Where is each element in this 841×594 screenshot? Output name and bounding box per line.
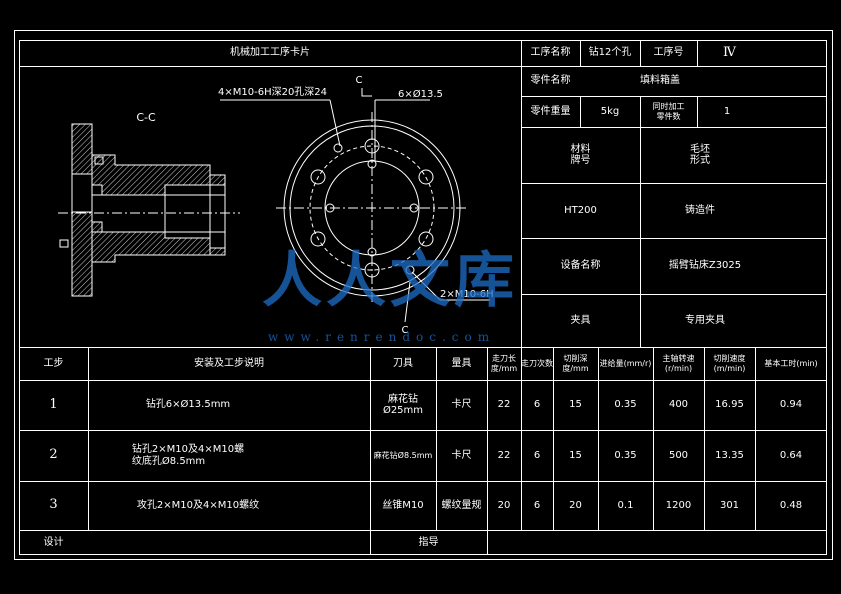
material-value: HT200 — [564, 204, 597, 216]
fixture-label: 夹具 — [570, 314, 591, 326]
cut-mark-bottom: C — [401, 325, 409, 337]
table-row-1-spindle: 400 — [668, 399, 689, 411]
inner-border — [19, 40, 827, 555]
callout-tapped-holes-2: 2×M10-6H — [440, 289, 494, 301]
table-row-2-length: 22 — [497, 449, 511, 461]
col-feed: 进给量(mm/r) — [599, 358, 652, 368]
plan-view — [220, 88, 490, 323]
blank-value: 铸造件 — [685, 204, 715, 216]
part-name-value: 填料箱盖 — [640, 75, 680, 87]
card-title: 机械加工工序卡片 — [230, 47, 310, 59]
table-row-3-speed: 301 — [719, 499, 740, 511]
table-row-1-gauge: 卡尺 — [451, 399, 472, 411]
table-row-3-tool: 丝锥M10 — [382, 499, 424, 511]
table-row-1-depth: 15 — [569, 399, 582, 411]
material-label: 材料 牌号 — [570, 143, 591, 167]
table-row-3-passes: 6 — [533, 499, 541, 511]
table-row-3-gauge: 螺纹量规 — [441, 499, 482, 511]
op-no-label: 工序号 — [653, 47, 684, 59]
section-label: C-C — [136, 110, 156, 124]
section-view — [58, 123, 240, 297]
cut-mark-top: C — [355, 75, 363, 87]
table-row-1-desc: 钻孔6×Ø13.5mm — [145, 399, 231, 411]
table-row-2-depth: 15 — [569, 449, 582, 461]
op-name-value: 钻12个孔 — [588, 47, 632, 59]
op-no-value: Ⅳ — [723, 44, 736, 60]
table-row-1-feed: 0.35 — [614, 399, 637, 411]
op-name-label: 工序名称 — [530, 47, 571, 59]
table-row-1-time: 0.94 — [779, 399, 803, 411]
callout-tapped-holes: 4×M10-6H深20孔深24 — [218, 87, 328, 99]
table-row-3-feed: 0.1 — [617, 499, 634, 511]
table-row-1-speed: 16.95 — [715, 399, 744, 411]
table-row-2-passes: 6 — [533, 449, 541, 461]
table-row-3-spindle: 1200 — [665, 499, 692, 511]
table-row-2-spindle: 500 — [668, 449, 689, 461]
col-depth: 切削深度/mm — [562, 354, 589, 373]
equipment-label: 设备名称 — [560, 260, 601, 272]
table-row-2-step: 2 — [49, 447, 58, 463]
col-spindle: 主轴转速(r/min) — [662, 354, 695, 373]
table-row-1-tool: 麻花钻 Ø25mm — [382, 393, 424, 417]
part-weight-label: 零件重量 — [530, 105, 571, 117]
table-row-3-step: 3 — [49, 497, 58, 513]
col-time: 基本工时(min) — [764, 358, 818, 368]
fixture-value: 专用夹具 — [685, 314, 725, 326]
table-row-2-gauge: 卡尺 — [451, 449, 472, 461]
table-row-2-time: 0.64 — [779, 449, 803, 461]
table-row-1-passes: 6 — [533, 399, 541, 411]
table-row-3-depth: 20 — [569, 499, 582, 511]
table-row-1-step: 1 — [49, 396, 58, 412]
col-length: 走刀长度/mm — [490, 354, 518, 373]
callout-through-holes: 6×Ø13.5 — [398, 89, 443, 101]
equipment-value: 摇臂钻床Z3025 — [668, 260, 742, 272]
table-row-1-length: 22 — [497, 399, 511, 411]
table-row-3-length: 20 — [497, 499, 511, 511]
col-speed: 切削速度(m/min) — [713, 354, 746, 373]
col-step: 工步 — [43, 357, 64, 369]
table-row-2-speed: 13.35 — [715, 449, 744, 461]
same-time-label: 同时加工 零件数 — [652, 102, 685, 121]
table-row-2-feed: 0.35 — [614, 449, 637, 461]
outer-border — [14, 30, 833, 560]
same-time-value: 1 — [723, 105, 731, 117]
guide-label: 指导 — [418, 536, 439, 548]
col-tool: 刀具 — [393, 357, 413, 369]
col-description: 安装及工步说明 — [194, 357, 264, 369]
part-weight-value: 5kg — [600, 105, 620, 117]
blank-label: 毛坯 形式 — [690, 143, 710, 167]
table-row-3-time: 0.48 — [779, 499, 803, 511]
col-gauge: 量具 — [451, 357, 472, 369]
design-label: 设计 — [43, 536, 64, 548]
table-row-2-desc: 钻孔2×M10及4×M10螺 纹底孔Ø8.5mm — [131, 444, 245, 467]
part-name-label: 零件名称 — [530, 75, 571, 87]
table-row-3-desc: 攻孔2×M10及4×M10螺纹 — [136, 499, 260, 511]
col-passes: 走刀次数 — [521, 358, 553, 368]
table-row-2-tool: 麻花钻Ø8.5mm — [373, 450, 433, 460]
